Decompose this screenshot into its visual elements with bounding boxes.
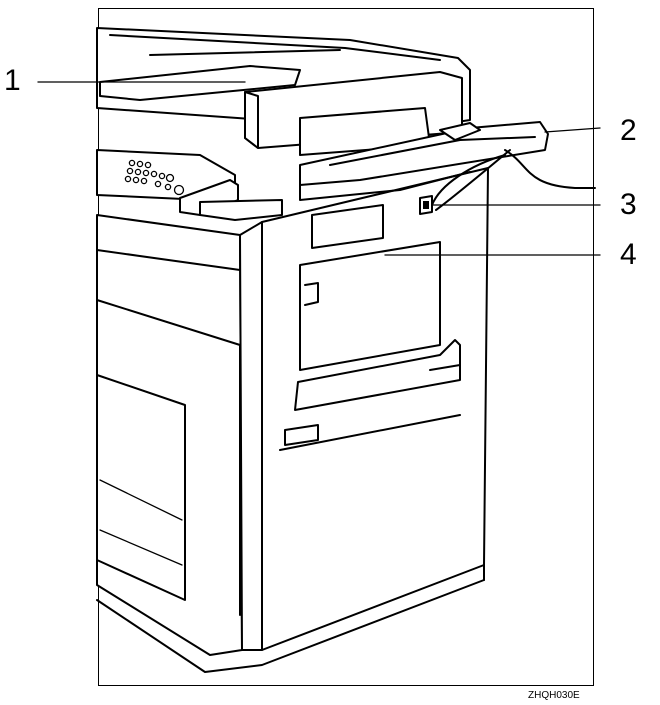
- front-window: [96, 374, 186, 601]
- callout-1: 1: [4, 64, 21, 97]
- callout-2: 2: [620, 114, 637, 147]
- callout-3: 3: [620, 188, 637, 221]
- feeder-tray: [99, 65, 301, 101]
- figure-code: ZHQH030E: [528, 690, 580, 701]
- side-tray: [294, 339, 461, 411]
- callout-4: 4: [620, 238, 637, 271]
- side-label-plate: [311, 204, 384, 249]
- power-cable: [504, 149, 596, 189]
- tray-support: [439, 122, 481, 141]
- base-edge: [96, 579, 485, 673]
- callout-line-2: [544, 127, 601, 133]
- panel-rest: [179, 179, 239, 216]
- side-cover: [299, 241, 441, 371]
- finisher-tray: [299, 121, 549, 186]
- keypad: [124, 159, 185, 196]
